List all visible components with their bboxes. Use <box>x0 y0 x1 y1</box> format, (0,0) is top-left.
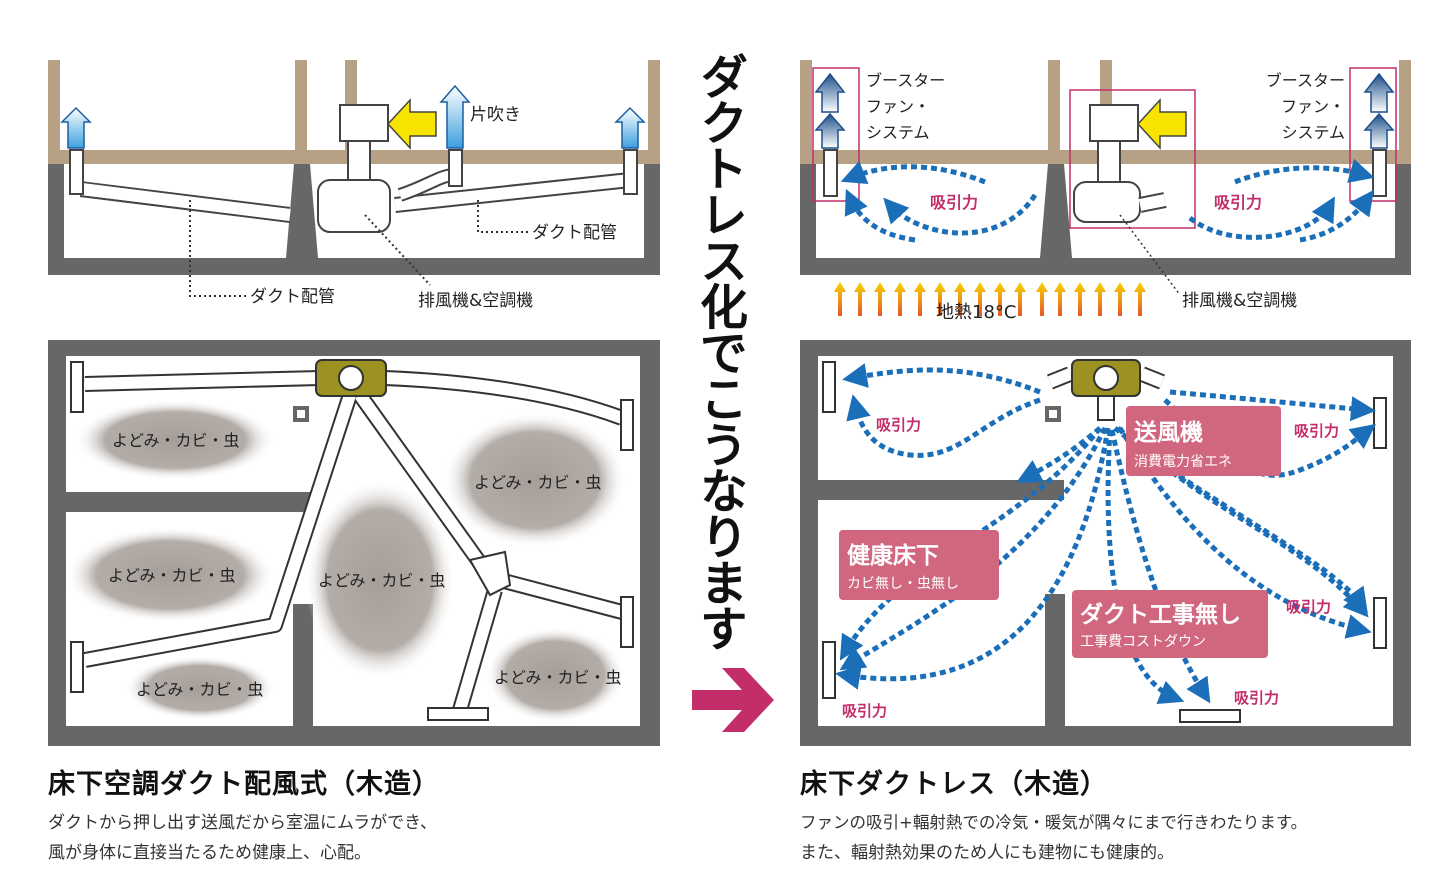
wood-post <box>295 60 307 155</box>
duct-label-bottom: ダクト配管 <box>250 287 335 307</box>
booster-label-right: ファン・ <box>1281 97 1345 116</box>
booster-arrow-icon <box>814 112 846 149</box>
transition-heading: ダクトレス化でこうなります <box>691 52 747 650</box>
mold-label: よどみ・カビ・虫 <box>108 566 236 585</box>
booster-label-right: システム <box>1281 123 1345 142</box>
partition-wall <box>66 492 312 512</box>
no-duct-box <box>1072 590 1268 658</box>
mold-zone <box>65 527 275 623</box>
yellow-arrow-icon <box>1136 98 1187 150</box>
suction-label: 吸引力 <box>876 416 921 434</box>
right-description-2: また、輻射熱効果のため人にも建物にも健康的。 <box>800 843 1174 863</box>
wood-post <box>648 60 660 155</box>
mold-label: よどみ・カビ・虫 <box>318 571 446 590</box>
fan-unit-label-right: 排風機&空調機 <box>1182 291 1297 311</box>
blower-title: 送風機 <box>1134 419 1203 446</box>
mold-zone <box>443 412 627 548</box>
suction-label: 吸引力 <box>930 193 978 212</box>
booster-box <box>812 67 860 202</box>
left-description-2: 風が身体に直接当たるため健康上、心配。 <box>48 843 371 863</box>
mold-zone <box>75 400 275 480</box>
blower-subtitle: 消費電力省エネ <box>1134 454 1232 470</box>
one-side-label: 片吹き <box>470 105 521 125</box>
suction-label: 吸引力 <box>842 702 887 720</box>
foundation <box>48 164 660 275</box>
health-subtitle: カビ無し・虫無し <box>847 576 959 592</box>
booster-arrow-icon <box>814 72 846 113</box>
mold-zone <box>125 656 275 720</box>
right-arrow-icon <box>692 668 774 732</box>
left-title: 床下空調ダクト配風式（木造） <box>48 769 440 800</box>
health-title: 健康床下 <box>847 542 939 569</box>
booster-label-right: ブースター <box>1266 71 1345 90</box>
air-up-arrow-icon <box>614 106 646 149</box>
suction-label: 吸引力 <box>1234 689 1279 707</box>
suction-label: 吸引力 <box>1214 193 1262 212</box>
mold-label: よどみ・カビ・虫 <box>112 431 240 450</box>
wood-post <box>48 60 60 155</box>
yellow-arrow-icon <box>386 98 437 150</box>
fan-box <box>1069 89 1196 229</box>
left-section-view <box>48 60 660 297</box>
mold-label: よどみ・カビ・虫 <box>474 473 602 492</box>
left-description-1: ダクトから押し出す送風だから室温にムラができ、 <box>48 813 437 833</box>
no-duct-title: ダクト工事無し <box>1080 601 1241 628</box>
no-duct-subtitle: 工事費コストダウン <box>1080 634 1206 650</box>
air-up-arrow-icon <box>439 84 471 149</box>
mold-zone <box>485 627 625 723</box>
partition-wall <box>293 604 313 726</box>
geothermal-arrows <box>834 282 1146 316</box>
fan-unit <box>317 179 391 233</box>
blower-box <box>1126 406 1281 476</box>
right-title: 床下ダクトレス（木造） <box>800 769 1108 800</box>
booster-label-left: システム <box>866 123 930 142</box>
mold-label: よどみ・カビ・虫 <box>494 668 622 687</box>
geothermal-label: 地熱18°C <box>936 302 1016 323</box>
mold-zone <box>305 480 455 680</box>
suction-label: 吸引力 <box>1294 422 1339 440</box>
right-section-view <box>800 60 1411 296</box>
booster-label-left: ブースター <box>866 71 945 90</box>
air-up-arrow-icon <box>60 106 92 149</box>
right-description-1: ファンの吸引+輻射熱での冷気・暖気が隅々にまで行きわたります。 <box>800 813 1308 832</box>
left-plan-view <box>48 340 660 746</box>
booster-label-left: ファン・ <box>866 97 930 116</box>
right-plan-view <box>800 340 1411 746</box>
booster-arrow-icon <box>1363 72 1395 113</box>
fan-unit-label: 排風機&空調機 <box>418 291 533 311</box>
health-box <box>839 530 999 600</box>
duct-label-top: ダクト配管 <box>532 223 617 243</box>
booster-arrow-icon <box>1363 112 1395 149</box>
suction-label: 吸引力 <box>1286 598 1331 616</box>
mold-label: よどみ・カビ・虫 <box>136 680 264 699</box>
